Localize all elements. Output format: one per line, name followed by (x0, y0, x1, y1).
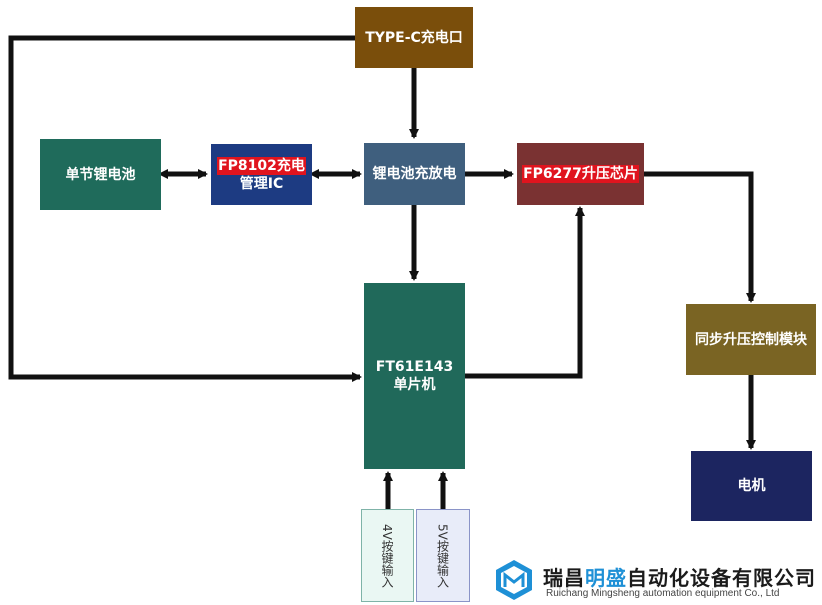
cube-logo-icon (496, 560, 532, 600)
company-name-english: Ruichang Mingsheng automation equipment … (546, 588, 780, 599)
typec-port-label: TYPE-C充电口 (365, 29, 463, 46)
mcu-label-line2: 单片机 (393, 377, 436, 393)
mcu-block: FT61E143 单片机 (364, 283, 465, 469)
sync-boost-label: 同步升压控制模块 (695, 331, 807, 348)
sync-boost-block: 同步升压控制模块 (686, 304, 816, 375)
charge-discharge-label: 锂电池充放电 (372, 166, 457, 182)
company-name: 瑞昌明盛自动化设备有限公司 (543, 562, 816, 591)
fp8102-label-line2: 管理IC (239, 175, 284, 192)
charge-discharge-block: 锂电池充放电 (364, 143, 465, 205)
company-name-prefix: 瑞昌 (543, 566, 585, 590)
company-name-accent: 明盛 (585, 566, 627, 590)
fp8102-block: FP8102充电 管理IC (211, 144, 312, 205)
battery-label: 单节锂电池 (65, 166, 136, 183)
wire-fp6277-sync (644, 171, 756, 303)
typec-port-block: TYPE-C充电口 (355, 7, 473, 68)
mcu-label-line1: FT61E143 (375, 359, 454, 375)
motor-label: 电机 (737, 478, 766, 494)
wire-typec-to-mcu (8, 35, 362, 382)
fp6277-label: FP6277升压芯片 (522, 165, 639, 183)
motor-block: 电机 (691, 451, 812, 521)
fp6277-block: FP6277升压芯片 (517, 143, 644, 205)
battery-block: 单节锂电池 (40, 139, 161, 210)
key-4v-input-block: 4V按键输入 (361, 509, 414, 602)
fp8102-label-line1: FP8102充电 (217, 156, 306, 175)
key-5v-input-block: 5V按键输入 (416, 509, 470, 602)
company-name-suffix: 自动化设备有限公司 (627, 566, 816, 590)
key-5v-input-label: 5V按键输入 (435, 523, 450, 588)
key-4v-input-label: 4V按键输入 (380, 523, 394, 588)
wire-mcu-fp6277 (465, 206, 585, 379)
